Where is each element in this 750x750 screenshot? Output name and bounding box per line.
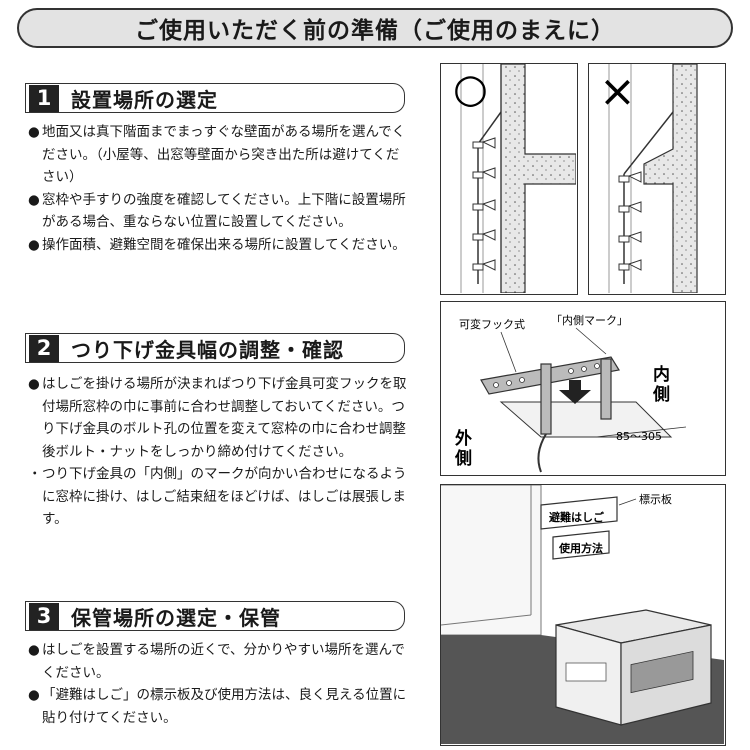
section-1-number: 1: [29, 84, 59, 112]
list-item: ●はしごを設置する場所の近くで、分かりやすい場所を選んでください。: [28, 642, 405, 681]
figure-hook-adjustment: 可変フック式 「内側マーク」 85～305 内 側 外 側: [440, 301, 726, 476]
svg-text:避難はしご: 避難はしご: [549, 510, 605, 524]
list-item: ●地面又は真下階面までまっすぐな壁面がある場所を選んでください。（小屋等、出窓等…: [28, 124, 406, 185]
section-3-title: 保管場所の選定・保管: [71, 605, 281, 630]
list-item: ●はしごを掛ける場所が決まればつり下げ金具可変フックを取付場所窓枠の巾に事前に合…: [28, 376, 407, 460]
section-1-header: 1 設置場所の選定: [25, 83, 405, 113]
figure-ok-placement: ○: [440, 63, 578, 295]
ladder-box-icon: [555, 609, 712, 726]
hook-inner-mark-label: 「内側マーク」: [551, 313, 628, 327]
width-range-label: 85～305: [616, 430, 662, 443]
section-2-number: 2: [29, 334, 59, 362]
sign-usage-icon: 使用方法: [552, 530, 610, 560]
section-3-header: 3 保管場所の選定・保管: [25, 601, 405, 631]
list-item: ●窓枠や手すりの強度を確認してください。上下階に設置場所がある場合、重ならない位…: [28, 191, 406, 231]
sign-board-label: 標示板: [639, 492, 672, 506]
section-1-title: 設置場所の選定: [71, 87, 218, 112]
outer-side-label-1: 外: [455, 428, 472, 449]
hook-variable-label: 可変フック式: [459, 317, 525, 331]
section-2-title: つり下げ金具幅の調整・確認: [71, 337, 344, 362]
section-3-number: 3: [29, 602, 59, 630]
list-item: ・つり下げ金具の「内側」のマークが向かい合わせになるように窓枠に掛け、はしご結束…: [28, 466, 407, 527]
section-1-bullets: ●地面又は真下階面までまっすぐな壁面がある場所を選んでください。（小屋等、出窓等…: [28, 121, 408, 256]
inner-side-label-1: 内: [653, 364, 670, 385]
svg-text:使用方法: 使用方法: [558, 541, 603, 555]
ng-cross-icon: ×: [599, 66, 636, 117]
page-title: ご使用いただく前の準備（ご使用のまえに）: [17, 8, 733, 48]
inner-side-label-2: 側: [652, 384, 670, 405]
figure-storage: 避難はしご 使用方法 標示板: [440, 484, 726, 746]
sign-escape-ladder-icon: 避難はしご: [540, 496, 618, 530]
section-3-bullets: ●はしごを設置する場所の近くで、分かりやすい場所を選んでください。 ●「避難はし…: [28, 639, 408, 729]
list-item: ●「避難はしご」の標示板及び使用方法は、良く見える位置に貼り付けてください。: [28, 687, 407, 726]
outer-side-label-2: 側: [454, 448, 472, 469]
section-2-header: 2 つり下げ金具幅の調整・確認: [25, 333, 405, 363]
list-item: ●操作面積、避難空間を確保出来る場所に設置してください。: [28, 236, 406, 253]
figure-ng-placement: ×: [588, 63, 726, 295]
ok-circle-icon: ○: [453, 66, 488, 112]
section-2-bullets: ●はしごを掛ける場所が決まればつり下げ金具可変フックを取付場所窓枠の巾に事前に合…: [28, 373, 408, 531]
